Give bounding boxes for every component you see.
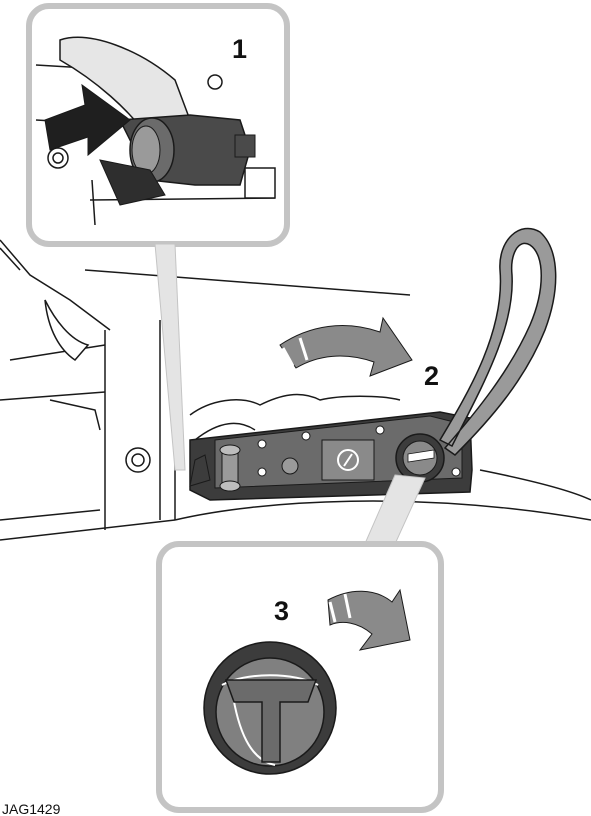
bolt-icon [125,447,151,473]
callout-2: 2 [424,361,439,391]
callout-1: 1 [232,34,247,64]
rotary-knob-icon [203,641,337,775]
rotation-arrow-3 [327,588,411,651]
callout-3: 3 [274,596,289,626]
reference-code: JAG1429 [2,801,61,816]
inset-1: 1 [26,3,290,471]
rotation-arrow-2 [279,316,413,377]
parking-brake-icon [337,449,359,471]
release-strap [438,227,557,456]
release-mechanism [189,411,473,501]
main-scene [0,239,591,541]
inset-3: 3 [156,474,444,813]
